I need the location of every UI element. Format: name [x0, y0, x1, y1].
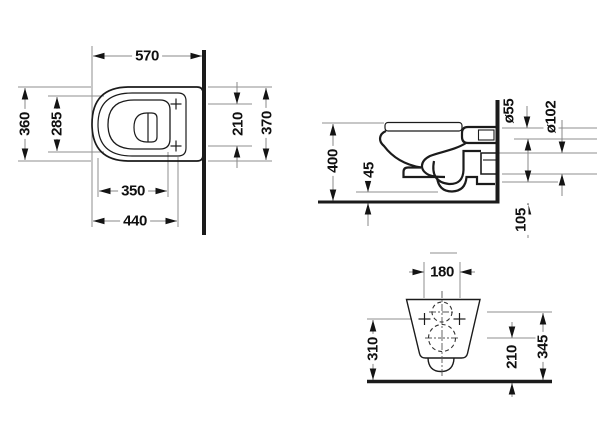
inlet-socket-outline	[460, 125, 497, 145]
rear-view-fixing-crosses	[418, 313, 466, 325]
drain-outline	[133, 112, 158, 143]
dim-label-clearance: 45	[361, 159, 378, 181]
outlet-circle	[427, 323, 457, 353]
dim-label-inner-depth: 350	[118, 183, 148, 199]
dim-label-top-depth: 360	[17, 109, 34, 139]
top-view-extension-lines	[18, 46, 272, 227]
side-view-toilet-profile	[379, 121, 497, 193]
inlet-socket-inner	[477, 129, 495, 141]
trap-bulge-outline	[435, 175, 495, 193]
dim-label-seat-inner: 285	[49, 109, 66, 139]
bowl-inner-curve	[420, 142, 467, 179]
rear-view-connections	[427, 301, 457, 353]
seat-profile	[384, 121, 463, 132]
dim-label-top-width: 570	[132, 48, 162, 64]
bowl-outer-outline	[91, 86, 204, 162]
dim-label-side-height: 400	[325, 146, 342, 176]
outlet-socket-outline	[480, 152, 497, 175]
rear-view-extension-lines	[367, 252, 552, 339]
rear-view	[367, 252, 552, 397]
bowl-opening-outline	[107, 99, 171, 150]
dim-label-outlet-height: 210	[504, 342, 521, 372]
dim-label-inlet-height: 345	[535, 332, 552, 362]
seat-outline	[97, 92, 187, 157]
dim-label-body-height: 310	[365, 334, 382, 364]
dim-label-outlet-bottom: 105	[513, 205, 530, 235]
rear-drain-bulge	[427, 357, 455, 373]
dim-label-rear-width: 370	[259, 108, 276, 138]
dim-label-rear-fixing-spacing: 180	[427, 264, 457, 280]
dim-label-inlet-diameter: ø55	[501, 95, 518, 127]
rear-body-outline	[405, 298, 481, 359]
bowl-front-outline	[379, 129, 422, 169]
trap-inner-curve	[432, 149, 481, 186]
top-view-fixing-crosses	[170, 98, 182, 152]
rear-view-centerlines	[425, 291, 459, 376]
top-view-bowl	[91, 86, 204, 162]
inlet-circle	[431, 301, 453, 323]
dim-label-bowl-depth: 440	[120, 213, 150, 229]
dim-label-top-fixing-spacing: 210	[230, 109, 247, 139]
dim-label-outlet-diameter: ø102	[543, 97, 560, 137]
top-view	[18, 46, 272, 235]
rear-view-body	[405, 298, 481, 373]
rear-view-dimension-lines	[369, 268, 547, 397]
base-outline	[402, 166, 437, 179]
